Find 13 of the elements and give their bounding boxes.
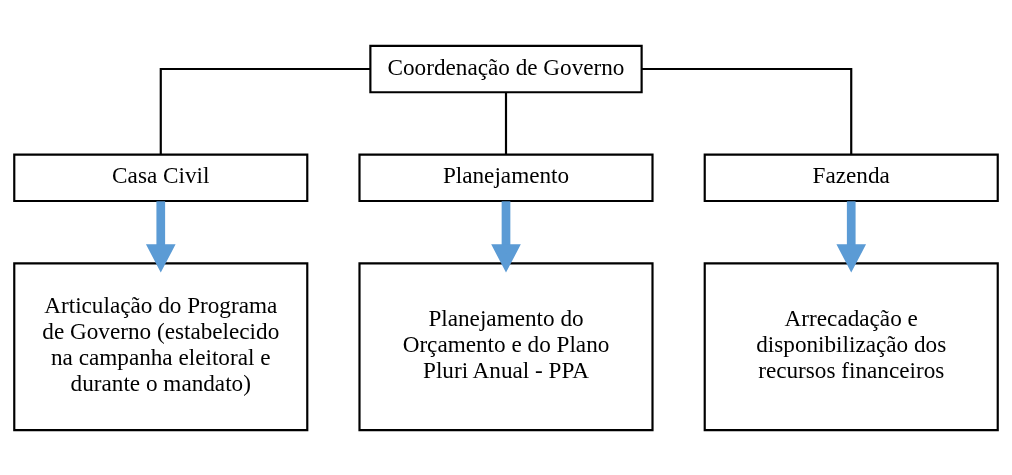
connector xyxy=(504,92,508,154)
arrow xyxy=(836,200,867,273)
node-box: Arrecadação e disponibilização dos recursos financeiros xyxy=(703,261,999,431)
node-box: Planejamento do Orçamento e do Plano Pluri Anual - PPA xyxy=(358,261,654,431)
arrow xyxy=(145,200,176,273)
node-box: Fazenda xyxy=(703,153,999,202)
node-box: Casa Civil xyxy=(13,153,309,202)
node-box: Planejamento xyxy=(358,153,654,202)
node-box: Coordenação de Governo xyxy=(369,44,643,93)
connector xyxy=(159,67,371,154)
arrow xyxy=(491,200,521,273)
connector xyxy=(641,67,853,154)
node-box: Articulação do Programa de Governo (estabelecido na campanha eleitoral e durante o mandato) xyxy=(13,261,309,431)
